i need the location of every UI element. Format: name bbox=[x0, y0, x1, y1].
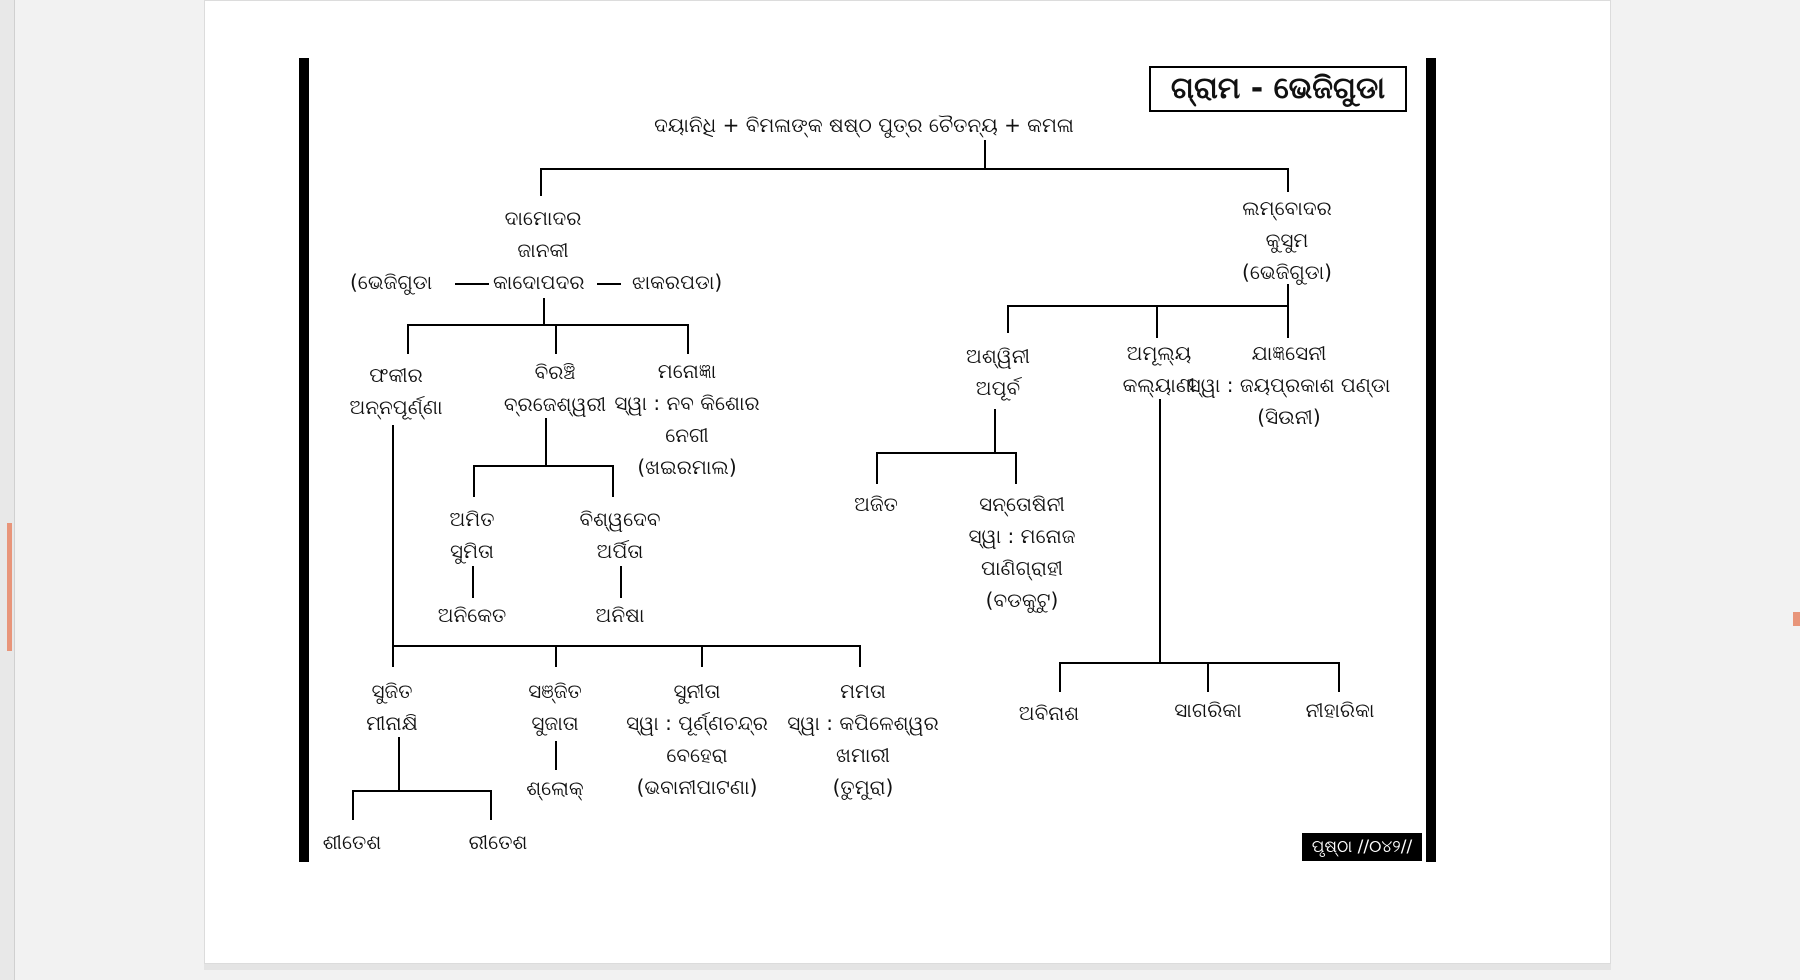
santoshini-name: ସନ୍ତୋଷିନୀ bbox=[979, 492, 1065, 516]
root-ancestors: ଦୟାନିଧି + ବିମଳାଙ୍କ ଷଷ୍ଠ ପୁତ୍ର ଚୈତନ୍ୟ + କ… bbox=[654, 113, 1074, 137]
biswadev-spouse: ଅର୍ପିତା bbox=[596, 539, 644, 563]
mamata-name: ମମତା bbox=[840, 679, 886, 703]
santoshini-husband: ସ୍ୱା : ମନୋଜ bbox=[968, 524, 1076, 548]
lambodar-name: ଲମ୍ବୋଦର bbox=[1242, 196, 1332, 220]
node-mamata: ମମତା ସ୍ୱା : କପିଳେଶ୍ୱର ଖମାରୀ (ତୁମୁରା) bbox=[743, 675, 983, 803]
amit-spouse: ସୁମିତା bbox=[450, 539, 494, 563]
santoshini-place: (ବଡକୁଟୁ) bbox=[985, 588, 1059, 612]
sanjit-name: ସଞ୍ଜିତ bbox=[528, 679, 582, 703]
mamata-place: (ତୁମୁରା) bbox=[832, 775, 894, 799]
page-number: ପୃଷ୍ଠା //୦୪୨// bbox=[1302, 833, 1422, 861]
node-fakir: ଫକୀର ଅନ୍ନପୂର୍ଣ୍ଣା bbox=[276, 359, 516, 423]
biswadev-name: ବିଶ୍ୱଦେବ bbox=[579, 507, 661, 531]
node-biswadev: ବିଶ୍ୱଦେବ ଅର୍ପିତା bbox=[500, 503, 740, 567]
niharika-name: ନୀହାରିକା bbox=[1305, 698, 1375, 722]
damodar-place-b: କାଦୋପଦର bbox=[493, 270, 585, 294]
node-biranchi: ବିରଞ୍ଚି ବ୍ରଜେଶ୍ୱରୀ bbox=[435, 356, 675, 420]
damodar-place-a: (ଭେଜିଗୁଡା bbox=[350, 270, 433, 294]
left-margin-marker bbox=[7, 523, 12, 651]
node-anisha: ଅନିଷା bbox=[500, 599, 740, 631]
manonjna-surname: ନେଗୀ bbox=[665, 423, 709, 447]
sunita-place: (ଭବାନୀପାଟଣା) bbox=[636, 775, 758, 799]
ajit-name: ଅଜିତ bbox=[854, 492, 898, 516]
anisha-name: ଅନିଷା bbox=[595, 603, 645, 627]
sagarika-name: ସାଗରିକା bbox=[1174, 698, 1242, 722]
damodar-name: ଦାମୋଦର bbox=[504, 206, 582, 230]
aswini-name: ଅଶ୍ୱିନୀ bbox=[966, 344, 1030, 368]
fakir-name: ଫକୀର bbox=[369, 363, 423, 387]
sunita-name: ସୁନୀତା bbox=[673, 679, 721, 703]
sunita-surname: ବେହେରା bbox=[666, 743, 728, 767]
node-yajnaseni: ଯାଜ୍ଞସେନୀ ସ୍ୱା : ଜୟପ୍ରକାଶ ପଣ୍ଡା (ସିଉନୀ) bbox=[1169, 337, 1409, 433]
manonjna-name: ମନୋଜ୍ଞା bbox=[657, 359, 717, 383]
yajnaseni-husband: ସ୍ୱା : ଜୟପ୍ରକାଶ ପଣ୍ଡା bbox=[1187, 373, 1391, 397]
shlok-name: ଶ୍ଲୋକ୍ bbox=[526, 776, 584, 800]
node-sagarika: ସାଗରିକା bbox=[1088, 694, 1328, 726]
node-sujit: ସୁଜିତ ମୀନାକ୍ଷି bbox=[272, 675, 512, 739]
yajnaseni-name: ଯାଜ୍ଞସେନୀ bbox=[1251, 341, 1327, 365]
mamata-surname: ଖମାରୀ bbox=[836, 743, 890, 767]
manonjna-place: (ଖଇରମାଲ) bbox=[637, 455, 737, 479]
ritesh-name: ରୀତେଶ bbox=[468, 830, 528, 854]
node-amit: ଅମିତ ସୁମିତା bbox=[352, 503, 592, 567]
node-damodar: ଦାମୋଦର ଜାନକୀ bbox=[423, 202, 663, 266]
node-manonjna: ମନୋଜ୍ଞା ସ୍ୱା : ନବ କିଶୋର ନେଗୀ (ଖଇରମାଲ) bbox=[567, 355, 807, 483]
node-sunita: ସୁନୀତା ସ୍ୱା : ପୂର୍ଣ୍ଣଚନ୍ଦ୍ର ବେହେରା (ଭବାନ… bbox=[577, 675, 817, 803]
aniket-name: ଅନିକେତ bbox=[437, 603, 507, 627]
node-santoshini: ସନ୍ତୋଷିନୀ ସ୍ୱା : ମନୋଜ ପାଣିଗ୍ରାହୀ (ବଡକୁଟୁ… bbox=[902, 488, 1142, 616]
sujit-name: ସୁଜିତ bbox=[371, 679, 413, 703]
left-border-bar bbox=[299, 58, 309, 862]
node-aniket: ଅନିକେତ bbox=[352, 599, 592, 631]
abinash-name: ଅବିନାଶ bbox=[1018, 701, 1080, 725]
biranchi-spouse: ବ୍ରଜେଶ୍ୱରୀ bbox=[503, 392, 607, 416]
node-lambodar: ଲମ୍ବୋଦର କୁସୁମ (ଭେଜିଗୁଡା) bbox=[1167, 192, 1407, 288]
node-niharika: ନୀହାରିକା bbox=[1220, 694, 1460, 726]
sanjit-spouse: ସୁଜାତା bbox=[531, 711, 579, 735]
sujit-spouse: ମୀନାକ୍ଷି bbox=[366, 711, 418, 735]
right-margin-marker bbox=[1793, 612, 1800, 626]
lambodar-spouse: କୁସୁମ bbox=[1265, 228, 1309, 252]
node-aswini: ଅଶ୍ୱିନୀ ଅପୂର୍ବ bbox=[878, 340, 1118, 404]
node-shlok: ଶ୍ଲୋକ୍ bbox=[435, 772, 675, 804]
right-border-bar bbox=[1426, 58, 1436, 862]
node-ritesh: ରୀତେଶ bbox=[378, 826, 618, 858]
node-amulya: ଅମୂଲ୍ୟ କଲ୍ୟାଣୀ bbox=[1039, 337, 1279, 401]
node-ajit: ଅଜିତ bbox=[756, 488, 996, 520]
fakir-spouse: ଅନ୍ନପୂର୍ଣ୍ଣା bbox=[349, 395, 443, 419]
node-sanjit: ସଞ୍ଜିତ ସୁଜାତା bbox=[435, 675, 675, 739]
lambodar-place: (ଭେଜିଗୁଡା) bbox=[1242, 260, 1332, 284]
mamata-husband: ସ୍ୱା : କପିଳେଶ୍ୱର bbox=[787, 711, 939, 735]
village-title: ଗ୍ରାମ - ଭେଜିଗୁଡା bbox=[1149, 66, 1407, 112]
amulya-spouse: କଲ୍ୟାଣୀ bbox=[1122, 373, 1196, 397]
biranchi-name: ବିରଞ୍ଚି bbox=[534, 360, 576, 384]
shitesh-name: ଶୀତେଶ bbox=[322, 830, 382, 854]
santoshini-surname: ପାଣିଗ୍ରାହୀ bbox=[981, 556, 1063, 580]
left-gutter bbox=[0, 0, 15, 980]
node-shitesh: ଶୀତେଶ bbox=[232, 826, 472, 858]
damodar-spouse: ଜାନକୀ bbox=[517, 238, 569, 262]
manonjna-husband: ସ୍ୱା : ନବ କିଶୋର bbox=[614, 391, 760, 415]
aswini-spouse: ଅପୂର୍ବ bbox=[975, 376, 1021, 400]
amit-name: ଅମିତ bbox=[449, 507, 495, 531]
node-abinash: ଅବିନାଶ bbox=[929, 697, 1169, 729]
document-page bbox=[204, 0, 1611, 964]
page-shadow bbox=[204, 964, 1611, 970]
damodar-place-c: ଝାକରପଡା) bbox=[632, 270, 723, 294]
sunita-husband: ସ୍ୱା : ପୂର୍ଣ୍ଣଚନ୍ଦ୍ର bbox=[626, 711, 768, 735]
amulya-name: ଅମୂଲ୍ୟ bbox=[1126, 341, 1192, 365]
yajnaseni-place: (ସିଉନୀ) bbox=[1257, 405, 1321, 429]
